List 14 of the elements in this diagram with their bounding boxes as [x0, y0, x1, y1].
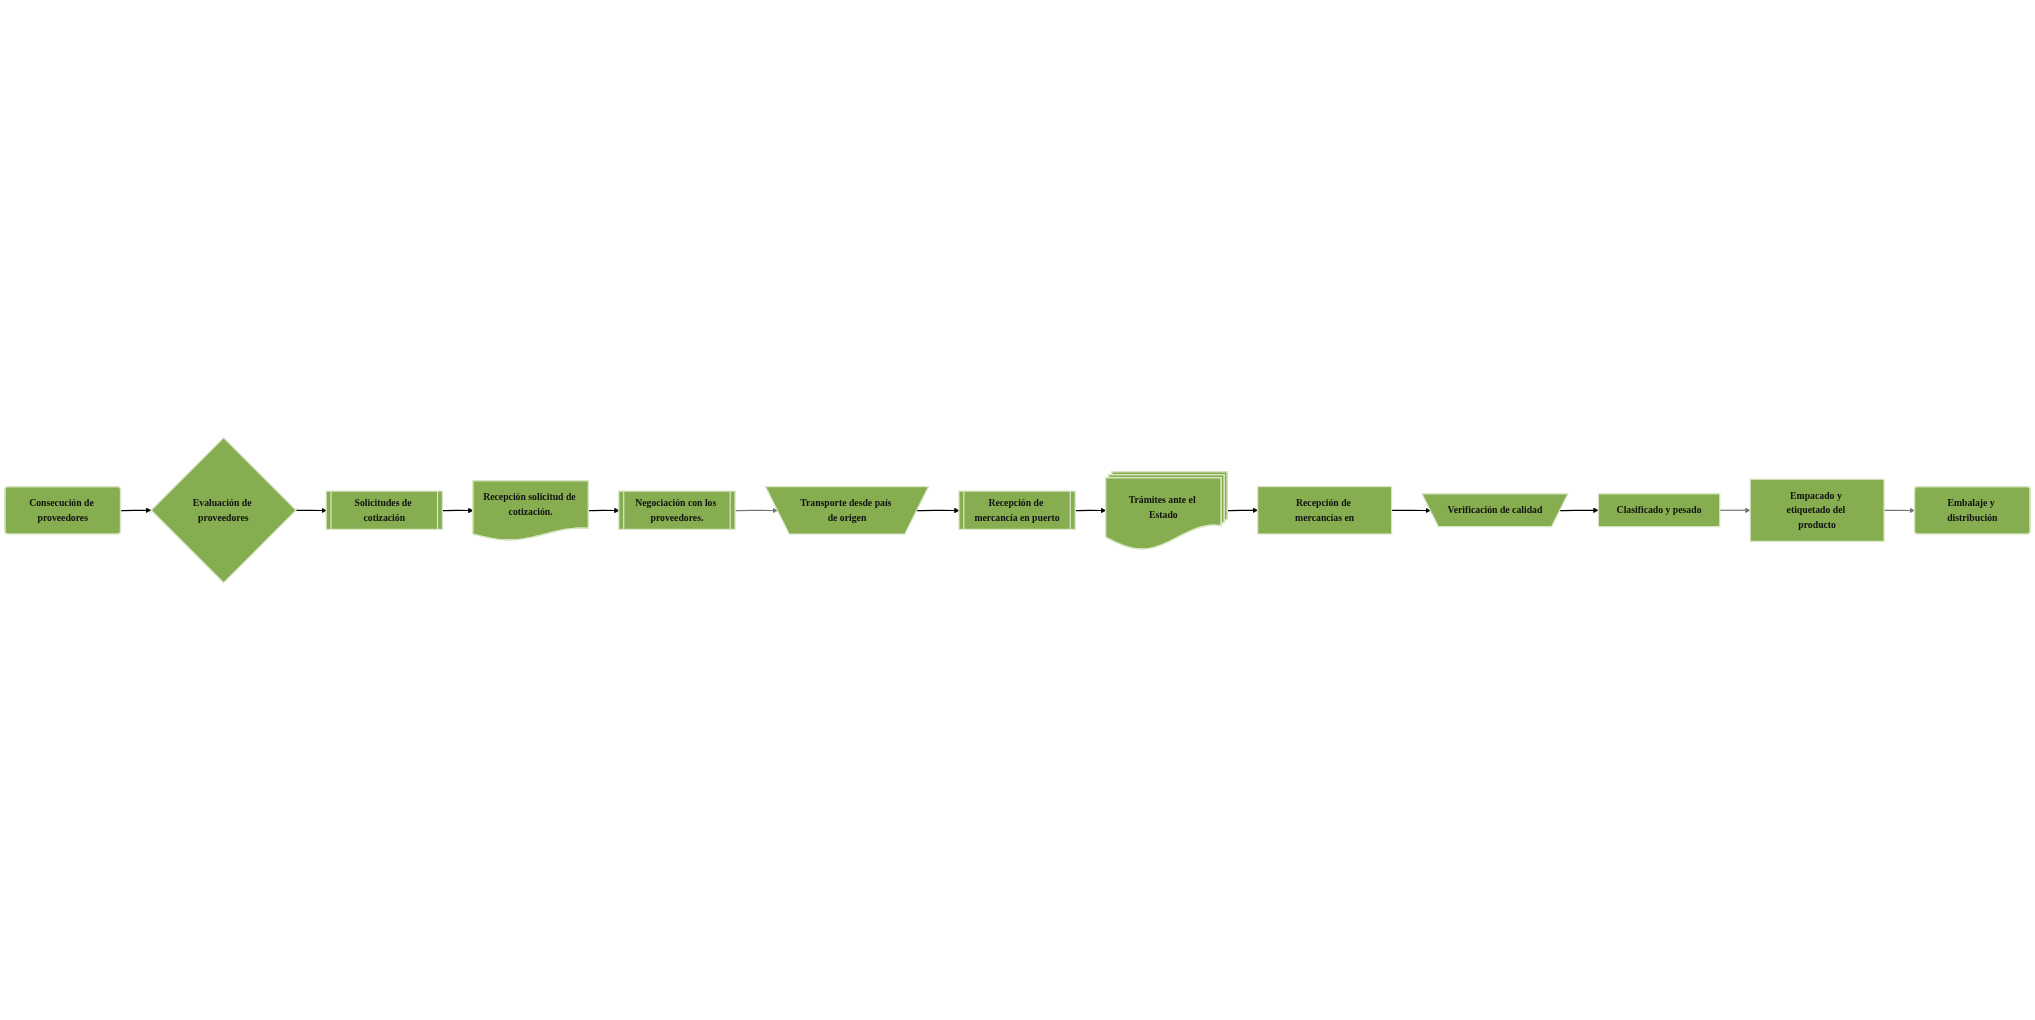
arrow [120, 507, 152, 513]
arrow [916, 507, 960, 513]
arrow [1719, 507, 1751, 513]
node-diamond: Evaluación de proveedores [150, 436, 297, 584]
arrow [734, 507, 778, 513]
arrow [1559, 507, 1599, 513]
arrow [295, 507, 327, 513]
arrow [1227, 507, 1258, 513]
node-box: Empacado y etiquetado del producto [1749, 478, 1885, 542]
arrow [588, 507, 620, 513]
arrow [1074, 507, 1107, 513]
node-box: Clasificado y pesado [1597, 492, 1721, 528]
arrow [442, 507, 474, 513]
node-box: Recepción de mercancías en [1257, 485, 1393, 535]
